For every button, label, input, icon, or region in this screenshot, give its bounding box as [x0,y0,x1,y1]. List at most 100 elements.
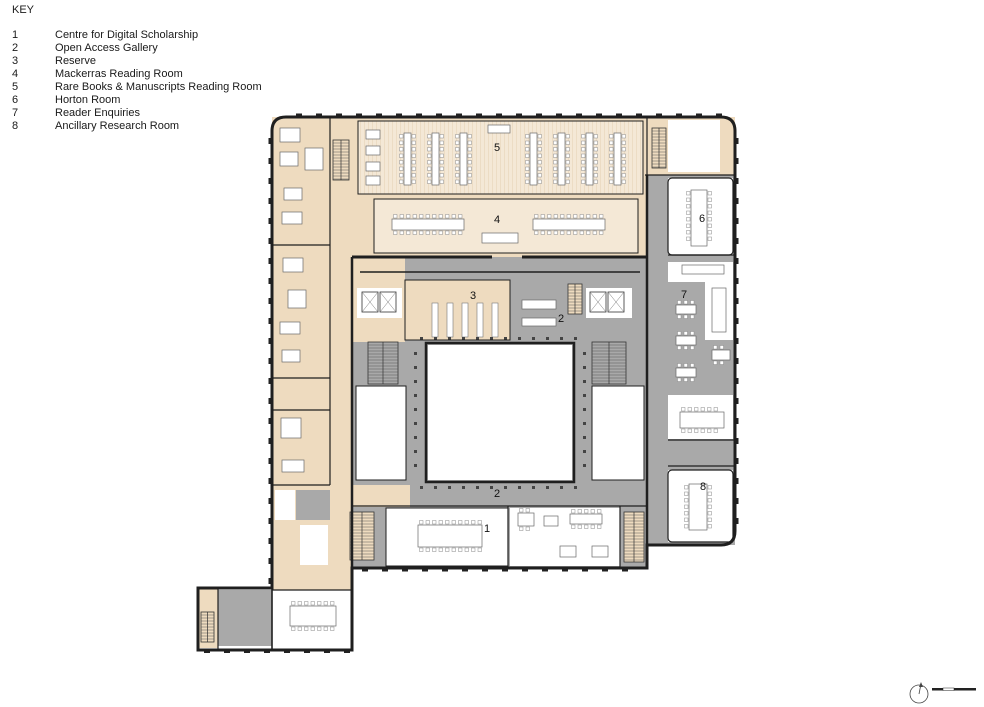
south-west-corridor [330,485,410,507]
chair [677,300,682,305]
chair [690,377,695,382]
legend-number: 1 [12,28,19,41]
stair [349,511,375,561]
room-label-5: 5 [494,142,500,154]
workshop-table [417,520,483,552]
stair [623,511,645,563]
chair [534,214,539,219]
gallery-table [521,299,557,310]
stair [591,341,627,385]
study-table [281,211,303,225]
chair [581,134,586,139]
horton-room-border [667,177,734,256]
table-top [675,304,697,315]
chair [525,166,530,171]
chair [412,230,417,235]
scale-bar-segment [942,687,955,691]
chair [553,140,558,145]
chair [707,428,712,433]
chair [683,363,688,368]
reading-desk [399,132,416,186]
reading-desk [427,132,444,186]
enquiry-desk-top [481,232,519,244]
chair [439,173,444,178]
reading-desk-top [613,132,622,186]
chair [621,147,626,152]
chair [707,230,712,235]
chair [553,166,558,171]
north-arrow-icon [909,682,929,704]
chair [537,153,542,158]
room-label-2-north: 2 [558,313,564,325]
chair [525,153,530,158]
column [583,450,586,453]
chair [455,173,460,178]
study-table [281,349,301,363]
chair [291,601,296,606]
chair [439,179,444,184]
column [546,486,549,489]
chair [455,179,460,184]
study-table-top [279,151,299,167]
table [711,345,731,365]
chair [577,524,582,529]
courtyard-columns [414,337,586,489]
side-table-top [365,175,381,186]
chair [707,498,712,503]
chair [425,230,430,235]
chair [593,134,598,139]
chair [686,191,691,196]
chair [684,511,689,516]
table [559,545,577,558]
chair [707,524,712,529]
column [583,422,586,425]
column [414,464,417,467]
chair [455,160,460,165]
long-table [391,214,465,235]
chair [683,314,688,319]
column [560,337,563,340]
chair [393,230,398,235]
rare-books-room-border [357,120,644,195]
chair [451,230,456,235]
chair [707,210,712,215]
chair [412,214,417,219]
chair [439,147,444,152]
chair [445,230,450,235]
meeting-table-top [690,189,708,247]
room-label-7: 7 [681,289,687,301]
study-table-top [287,289,307,309]
chair [432,547,437,552]
chair [560,214,565,219]
chair [609,166,614,171]
chair [621,160,626,165]
table [569,509,603,529]
chair [707,191,712,196]
column [462,337,465,340]
column [490,337,493,340]
chair [590,509,595,514]
chair [439,134,444,139]
chair [581,153,586,158]
chair [581,179,586,184]
courtyard-frame [424,341,576,484]
east-service-room [592,386,644,480]
chair [451,547,456,552]
table [675,363,697,382]
chair [684,498,689,503]
chair [455,153,460,158]
study-table-top [282,257,304,273]
chair [690,314,695,319]
column [583,352,586,355]
column [504,486,507,489]
chair [547,230,552,235]
chair [597,524,602,529]
chair [291,626,296,631]
chair [686,217,691,222]
chair [593,160,598,165]
side-table-top [365,161,381,172]
